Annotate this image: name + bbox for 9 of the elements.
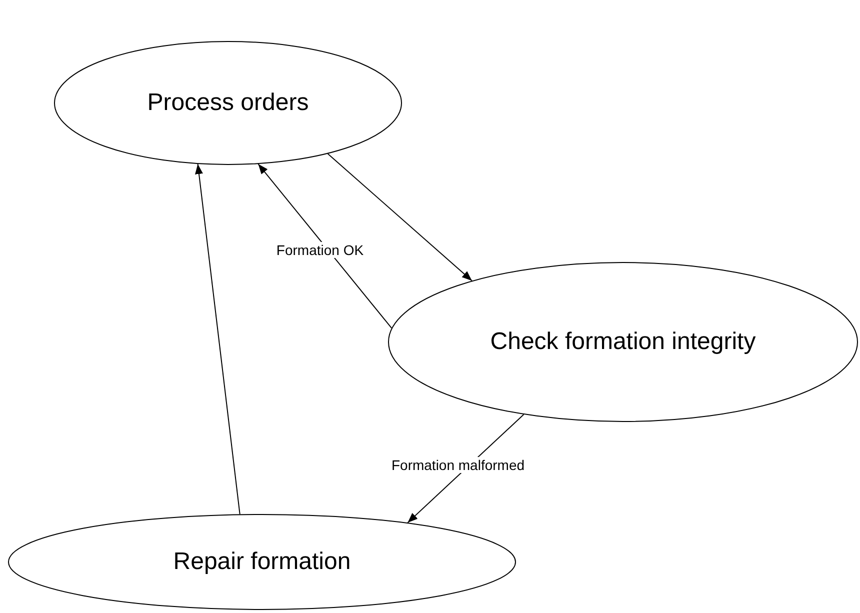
- node-label: Check formation integrity: [490, 328, 756, 356]
- ellipse-node: [388, 262, 858, 422]
- arrow: [327, 153, 472, 282]
- ellipse-node: [54, 41, 402, 165]
- arrow: [195, 164, 240, 515]
- node-label: Repair formation: [173, 548, 351, 576]
- ellipse-node: [8, 514, 516, 610]
- arrow: [258, 164, 392, 329]
- node-label: Process orders: [147, 89, 309, 117]
